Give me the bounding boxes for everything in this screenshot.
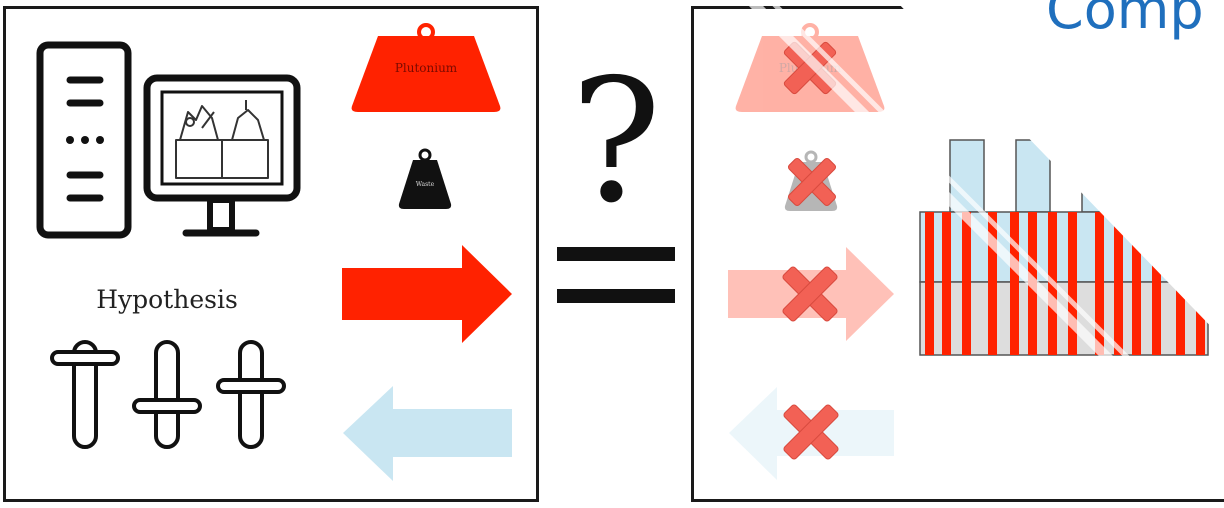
blue-arrow-left-icon — [343, 386, 512, 481]
tower-dots — [66, 136, 104, 144]
question-mark: ? — [570, 43, 661, 241]
hypothesis-label: Hypothesis — [82, 285, 252, 314]
plutonium-weight-label: Plutonium — [395, 61, 458, 75]
waste-weight-icon: Waste — [399, 150, 451, 209]
slider-controls-icon — [52, 342, 284, 447]
red-arrow-right-icon — [342, 245, 512, 343]
slide-title: Comp — [1046, 0, 1204, 41]
plutonium-weight-icon: Plutonium — [352, 25, 501, 112]
equals-sign-icon — [557, 247, 675, 303]
waste-weight-label: Waste — [416, 181, 435, 188]
